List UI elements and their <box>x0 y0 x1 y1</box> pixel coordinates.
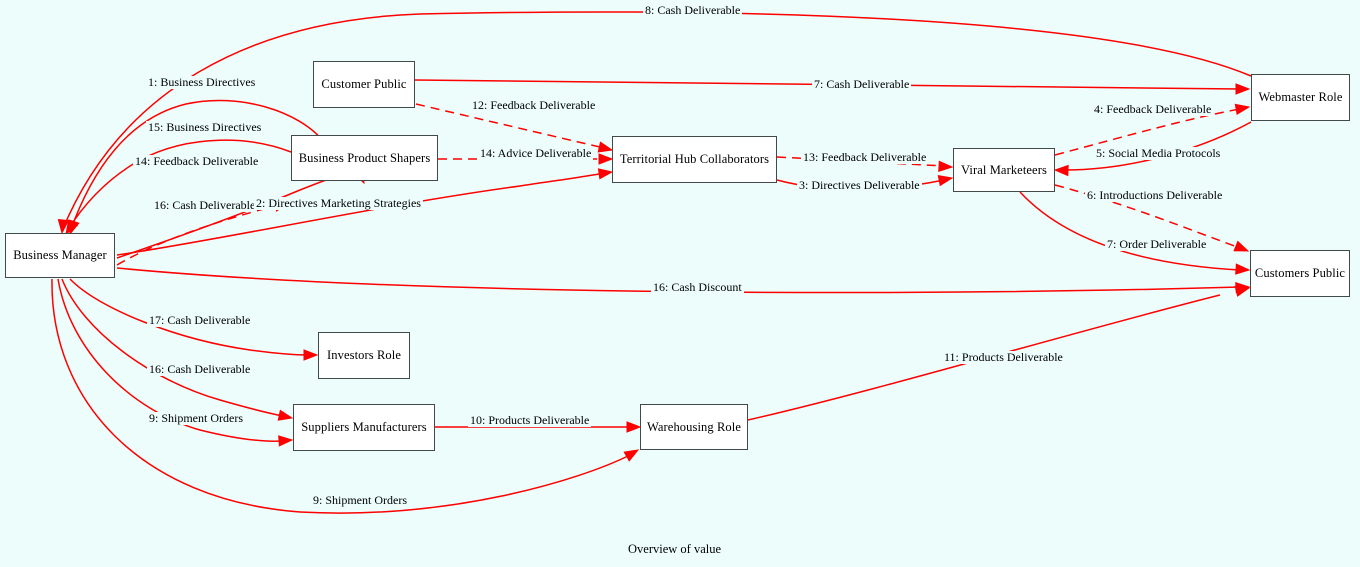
diagram-caption: Overview of value <box>628 542 722 556</box>
arrowhead-e9b <box>623 449 640 462</box>
node-investors-role[interactable]: Investors Role <box>318 332 410 379</box>
arrowhead-e2 <box>597 168 614 180</box>
edge-label-e15: 15: Business Directives <box>146 120 264 134</box>
edge-label-e14a: 14: Advice Deliverable <box>478 146 594 160</box>
arrowhead-e17 <box>303 349 319 361</box>
edge-label-e7o: 7: Order Deliverable <box>1105 237 1209 251</box>
arrowhead-e5 <box>1053 164 1069 177</box>
edge-label-e9b: 9: Shipment Orders <box>311 493 409 507</box>
arrowhead-e3 <box>937 174 954 187</box>
node-business-product-shapers[interactable]: Business Product Shapers <box>291 135 438 181</box>
edge-label-e7a: 7: Cash Deliverable <box>812 77 912 91</box>
arrowhead-e11 <box>1234 285 1251 297</box>
edge-label-e1: 1: Business Directives <box>146 75 258 89</box>
arrowhead-e7o <box>1235 263 1251 275</box>
edge-e2 <box>116 172 605 256</box>
edge-label-e6: 6: Introductions Deliverable <box>1085 188 1225 202</box>
edge-label-e4: 4: Feedback Deliverable <box>1092 102 1214 116</box>
edge-e16s <box>61 278 284 417</box>
arrowhead-e6 <box>1233 240 1250 252</box>
arrowhead-e12 <box>597 141 614 153</box>
node-territorial-hub-collaborators[interactable]: Territorial Hub Collaborators <box>612 136 777 183</box>
edge-label-e16s: 16: Cash Deliverable <box>147 362 253 376</box>
edge-label-e14f: 14: Feedback Deliverable <box>133 154 261 168</box>
edge-e9b <box>51 278 631 514</box>
edge-label-e10: 10: Products Deliverable <box>468 413 592 427</box>
edge-label-e16d: 16: Cash Discount <box>651 280 744 294</box>
arrowhead-e16s <box>277 409 294 421</box>
edge-e12 <box>415 103 605 149</box>
edge-e16c <box>116 173 361 259</box>
edge-e1 <box>69 99 324 233</box>
node-customers-public[interactable]: Customers Public <box>1250 250 1350 297</box>
node-webmaster-role[interactable]: Webmaster Role <box>1251 74 1350 121</box>
node-warehousing-role[interactable]: Warehousing Role <box>640 404 748 450</box>
arrowhead-e4 <box>1234 103 1251 115</box>
arrowhead-e14a <box>598 153 614 165</box>
node-business-manager[interactable]: Business Manager <box>5 233 115 278</box>
arrowhead-e10 <box>626 421 642 433</box>
edge-e6 <box>1054 184 1241 249</box>
edge-label-e12: 12: Feedback Deliverable <box>470 98 598 112</box>
edge-label-e5: 5: Social Media Protocols <box>1094 146 1223 160</box>
node-suppliers-manufacturers[interactable]: Suppliers Manufacturers <box>293 404 435 451</box>
edge-label-e9a: 9: Shipment Orders <box>147 411 245 425</box>
edge-e8 <box>61 11 1252 232</box>
arrowhead-e8 <box>57 218 70 235</box>
edge-label-e16c: 16: Cash Deliverable <box>152 198 258 212</box>
node-viral-marketeers[interactable]: Viral Marketeers <box>953 148 1055 192</box>
edge-label-e8: 8: Cash Deliverable <box>643 3 743 17</box>
arrowhead-e15 <box>65 219 79 236</box>
edge-label-e3: 3: Directives Deliverable <box>797 178 922 192</box>
arrowhead-e7a <box>1235 83 1251 95</box>
edge-label-e17: 17: Cash Deliverable <box>147 313 253 327</box>
node-customer-public[interactable]: Customer Public <box>313 61 415 108</box>
edge-e4 <box>1054 108 1241 156</box>
edge-e14f <box>116 204 280 266</box>
edge-label-e13: 13: Feedback Deliverable <box>801 150 929 164</box>
edge-label-e11: 11: Products Deliverable <box>942 350 1065 364</box>
edge-label-e2: 2: Directives Marketing Strategies <box>254 196 423 210</box>
edge-e17 <box>69 278 309 356</box>
arrowhead-e9a <box>278 435 294 447</box>
edge-e7o <box>1019 191 1241 271</box>
arrowhead-e13 <box>938 160 954 173</box>
